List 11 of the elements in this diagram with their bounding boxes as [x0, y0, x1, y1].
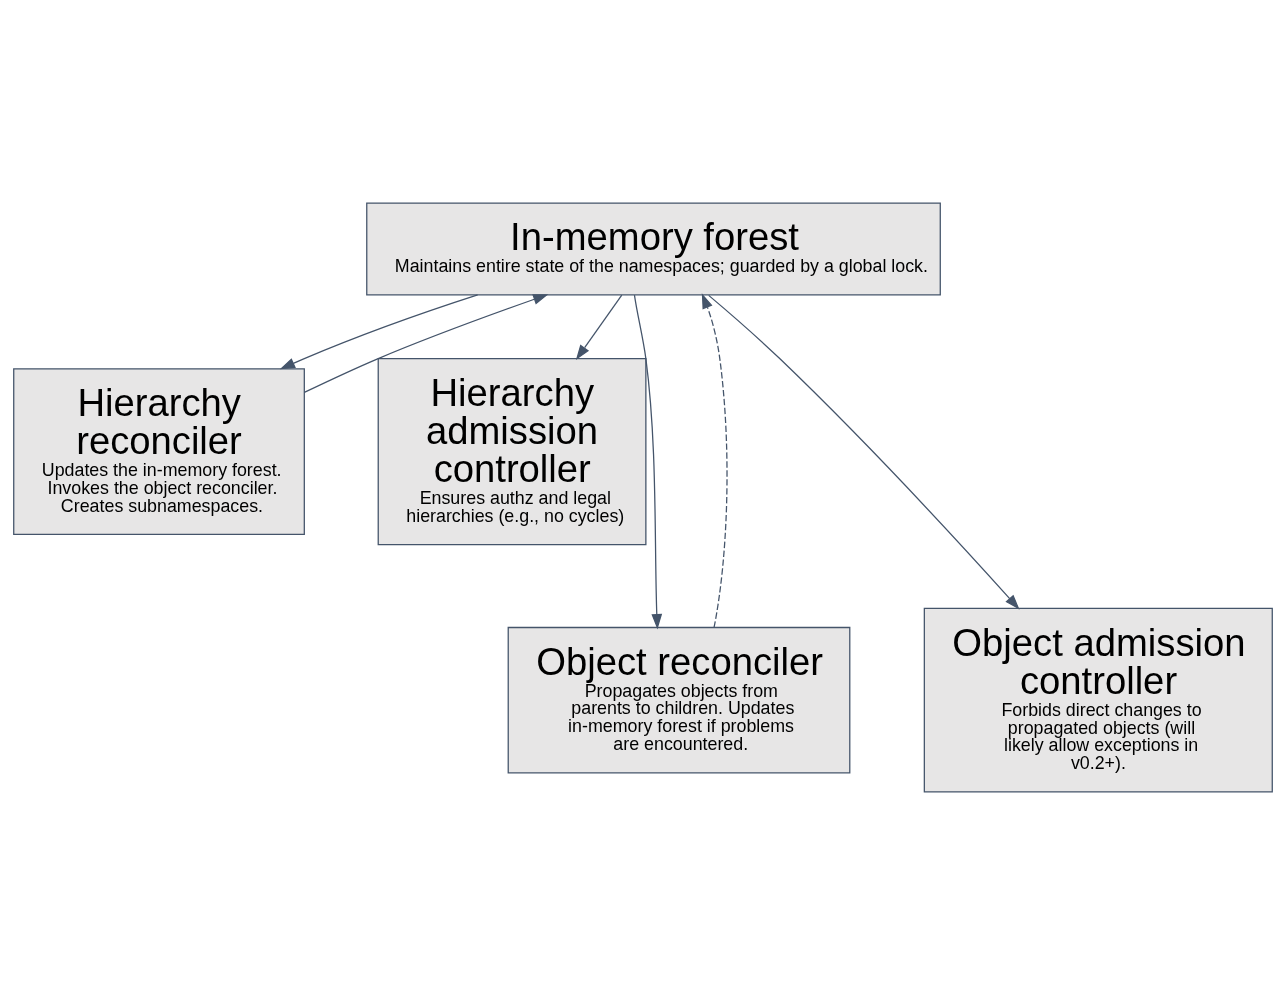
node-box: Object reconciler Propagates objects from parents to children. Updates in-memory forest if problems are encountered. — [507, 626, 851, 773]
arrow — [633, 293, 663, 629]
arrow — [303, 293, 549, 393]
node-box: Hierarchy admission controller Ensures authz and legal hierarchies (e.g., no cycles) — [377, 357, 647, 545]
arrow — [279, 293, 479, 369]
node-box: Object admission controller Forbids direct changes to propagated objects (will likely allow exceptions in v0.2+). — [923, 607, 1273, 793]
node-box: Hierarchy reconciler Updates the in-memory forest. Invokes the object reconciler. Creates subnamespaces. — [13, 367, 305, 535]
arrow — [701, 292, 728, 628]
arrow — [708, 294, 1020, 610]
arrow — [575, 294, 623, 360]
node-box: In-memory forest Maintains entire state of the namespaces; guarded by a global lock. — [366, 201, 941, 295]
